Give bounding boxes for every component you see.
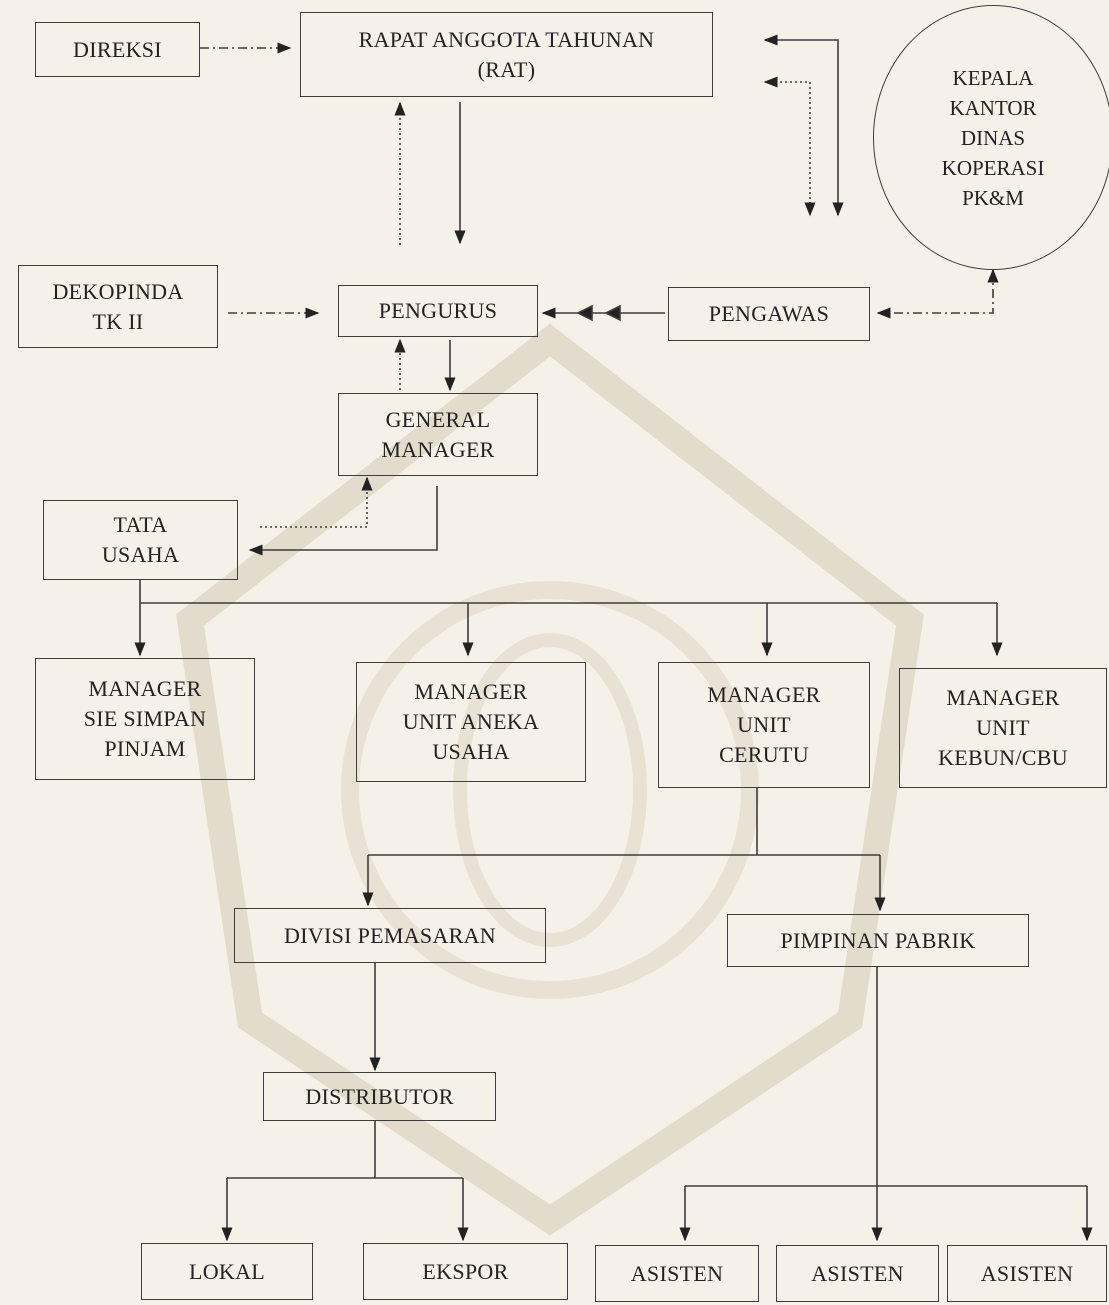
node-general-manager: GENERAL MANAGER <box>338 393 538 476</box>
node-asisten-3: ASISTEN <box>947 1245 1107 1302</box>
node-ekspor: EKSPOR <box>363 1243 568 1300</box>
node-manager-aneka-usaha: MANAGER UNIT ANEKA USAHA <box>356 662 586 782</box>
node-asisten-2: ASISTEN <box>776 1245 939 1302</box>
node-manager-simpan-pinjam: MANAGER SIE SIMPAN PINJAM <box>35 658 255 780</box>
node-asisten-1: ASISTEN <box>595 1245 759 1302</box>
node-divisi-pemasaran: DIVISI PEMASARAN <box>234 908 546 963</box>
node-lokal: LOKAL <box>141 1243 313 1300</box>
node-manager-cerutu: MANAGER UNIT CERUTU <box>658 662 870 788</box>
node-direksi: DIREKSI <box>35 22 200 77</box>
node-distributor: DISTRIBUTOR <box>263 1072 496 1121</box>
node-tata-usaha: TATA USAHA <box>43 500 238 580</box>
node-rat: RAPAT ANGGOTA TAHUNAN (RAT) <box>300 12 713 97</box>
node-kepala-kantor: KEPALA KANTOR DINAS KOPERASI PK&M <box>873 5 1109 270</box>
node-manager-kebun: MANAGER UNIT KEBUN/CBU <box>899 668 1107 788</box>
node-pengurus: PENGURUS <box>338 285 538 337</box>
node-pimpinan-pabrik: PIMPINAN PABRIK <box>727 914 1029 967</box>
node-pengawas: PENGAWAS <box>668 287 870 341</box>
node-dekopinda: DEKOPINDA TK II <box>18 265 218 348</box>
